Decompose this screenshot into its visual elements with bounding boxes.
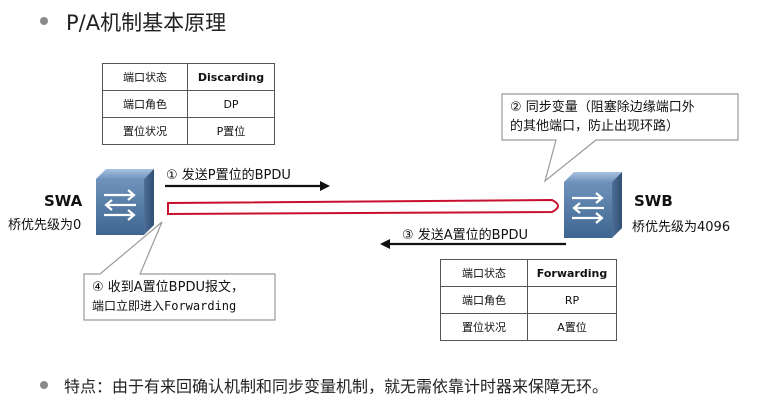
swb-row1-value: Forwarding	[527, 259, 617, 287]
swb-priority: 桥优先级为4096	[632, 220, 731, 235]
swa-name: SWA	[44, 192, 83, 210]
step1-label: ① 发送P置位的BPDU	[166, 168, 291, 183]
step2-line1: ② 同步变量（阻塞除边缘端口外	[510, 100, 695, 115]
swb-port-table: 端口状态 Forwarding 端口角色 RP 置位状况 A置位	[440, 259, 617, 341]
step2-line2: 的其他端口，防止出现环路）	[510, 119, 680, 134]
step3-label: ③ 发送A置位的BPDU	[402, 228, 528, 243]
swb-row1-label: 端口状态	[440, 259, 528, 287]
swb-row3-value: A置位	[527, 313, 617, 341]
swa-row2-value: DP	[187, 90, 275, 118]
swa-switch-icon	[96, 169, 154, 235]
callout-step4	[83, 221, 276, 321]
link-loop	[167, 198, 559, 216]
arrow-step1	[165, 181, 330, 191]
swb-switch-icon	[564, 172, 622, 238]
swa-row3-value: P置位	[187, 117, 275, 145]
callout-step2	[501, 93, 739, 183]
swb-row2-label: 端口角色	[440, 286, 528, 314]
table-row: 端口状态 Discarding	[102, 63, 275, 91]
table-row: 端口角色 DP	[102, 90, 275, 118]
table-row: 置位状况 A置位	[440, 313, 617, 341]
footer-note: 特点：由于有来回确认机制和同步变量机制，就无需依靠计时器来保障无环。	[64, 377, 609, 396]
arrow-step3	[380, 239, 566, 249]
swa-row3-label: 置位状况	[102, 117, 188, 145]
footer-bullet-icon	[40, 381, 48, 389]
page-title: P/A机制基本原理	[66, 11, 227, 35]
table-row: 置位状况 P置位	[102, 117, 275, 145]
swa-row2-label: 端口角色	[102, 90, 188, 118]
step4-line1: ④ 收到A置位BPDU报文，	[92, 280, 244, 295]
step4-line2: 端口立即进入Forwarding	[92, 299, 237, 313]
title-bullet-icon	[40, 17, 48, 25]
swa-priority: 桥优先级为0	[8, 218, 82, 233]
swa-port-table: 端口状态 Discarding 端口角色 DP 置位状况 P置位	[102, 63, 275, 145]
swa-row1-value: Discarding	[187, 63, 275, 91]
step2-text: ② 同步变量（阻塞除边缘端口外 的其他端口，防止出现环路）	[510, 98, 695, 136]
swb-row3-label: 置位状况	[440, 313, 528, 341]
table-row: 端口状态 Forwarding	[440, 259, 617, 287]
step4-text: ④ 收到A置位BPDU报文， 端口立即进入Forwarding	[92, 278, 244, 316]
swb-row2-value: RP	[527, 286, 617, 314]
swb-name: SWB	[634, 192, 673, 210]
table-row: 端口角色 RP	[440, 286, 617, 314]
swa-row1-label: 端口状态	[102, 63, 188, 91]
